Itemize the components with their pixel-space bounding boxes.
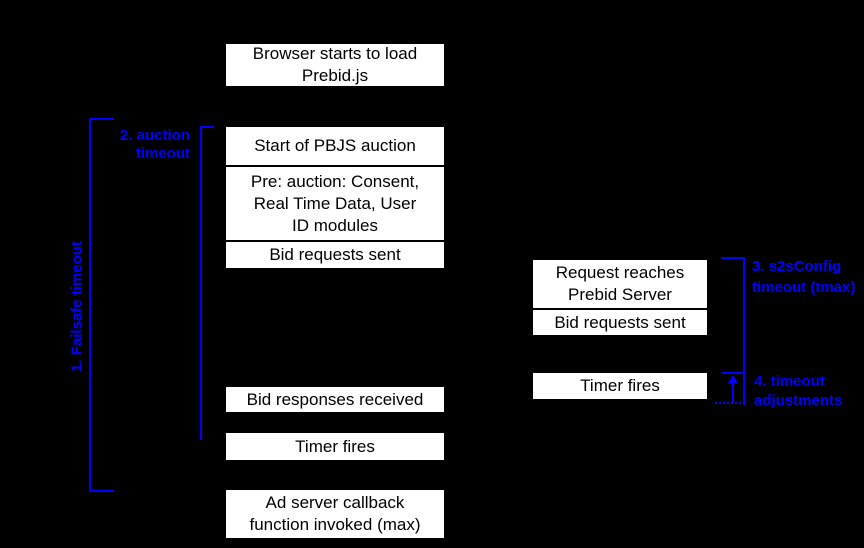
request-reaches-server-box: Request reaches Prebid Server (533, 260, 707, 308)
adjustment-dotted-line (715, 402, 745, 404)
s2s-bracket-timer-tick (722, 372, 745, 374)
s2s-bracket-top-arm (721, 257, 745, 259)
timer-fires-server-box: Timer fires (533, 373, 707, 399)
bid-requests-sent-server-box: Bid requests sent (533, 308, 707, 335)
failsafe-timeout-label: 1. Failsafe timeout (68, 241, 86, 372)
auction-bracket-line (200, 126, 202, 440)
timer-fires-client-box: Timer fires (226, 433, 444, 460)
bid-requests-sent-client-box: Bid requests sent (226, 240, 444, 268)
pre-auction-modules-box: Pre: auction: Consent, Real Time Data, U… (226, 165, 444, 240)
adjustment-arrow-shaft (732, 382, 734, 403)
s2s-bracket-line (743, 257, 745, 405)
auction-timeout-label: 2. auction timeout (119, 127, 190, 162)
failsafe-bracket-line (89, 118, 91, 492)
failsafe-bracket-bottom-arm (89, 490, 114, 492)
failsafe-bracket-top-arm (89, 118, 114, 120)
up-arrow-icon (728, 375, 738, 383)
bid-responses-received-box: Bid responses received (226, 387, 444, 412)
start-auction-box: Start of PBJS auction (226, 127, 444, 165)
timeout-adjustments-label: 4. timeout adjustments (754, 373, 843, 409)
auction-bracket-top-arm (200, 126, 214, 128)
ad-server-callback-box: Ad server callback function invoked (max… (226, 490, 444, 538)
browser-load-box: Browser starts to load Prebid.js (226, 44, 444, 86)
s2s-timeout-label: 3. s2sConfig timeout (tmax) (752, 258, 856, 296)
